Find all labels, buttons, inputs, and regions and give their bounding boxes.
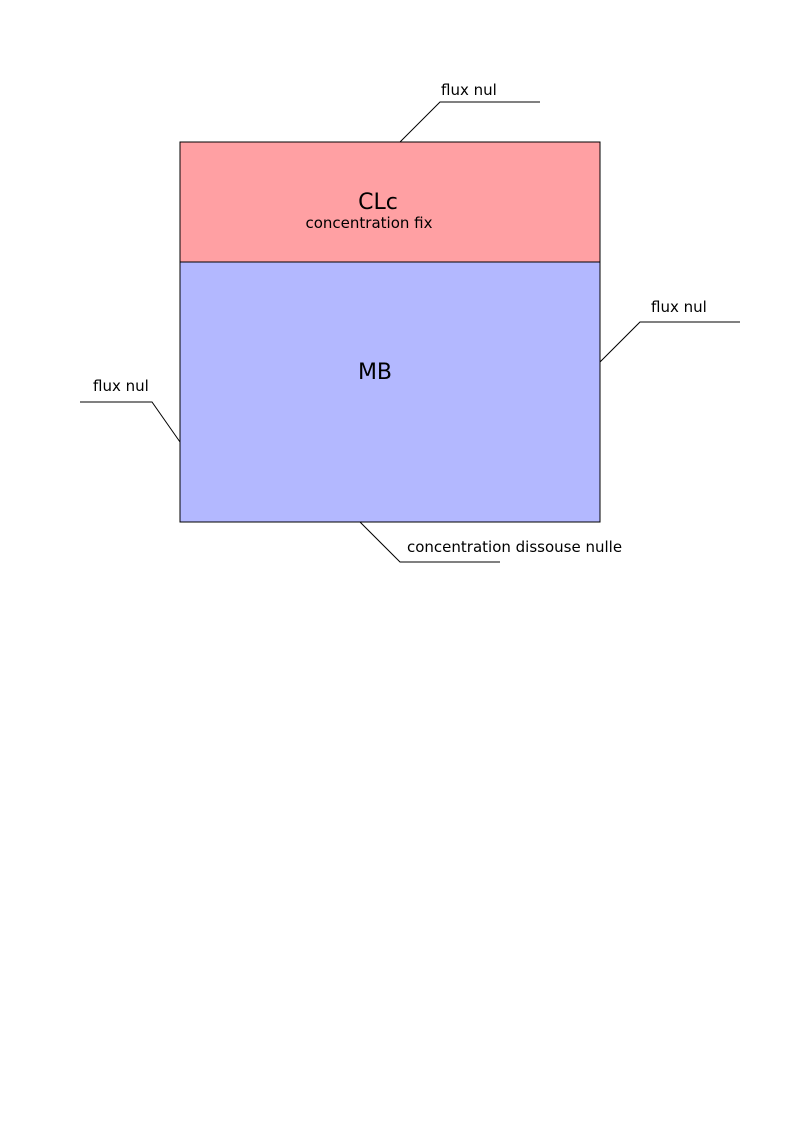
mb-region xyxy=(179,261,601,523)
right-callout-leader xyxy=(599,321,740,363)
bottom-callout-leader xyxy=(359,521,500,563)
clc-subtitle: concentration fix xyxy=(306,214,433,232)
right-callout-label: flux nul xyxy=(651,298,707,316)
top-callout-leader xyxy=(399,101,540,143)
left-callout-label: flux nul xyxy=(93,377,149,395)
top-callout-label: flux nul xyxy=(441,81,497,99)
clc-region xyxy=(179,141,601,263)
left-callout-leader xyxy=(80,401,181,443)
clc-title: CLc xyxy=(358,190,398,215)
mb-title: MB xyxy=(358,360,392,385)
bottom-callout-label: concentration dissouse nulle xyxy=(407,538,622,556)
